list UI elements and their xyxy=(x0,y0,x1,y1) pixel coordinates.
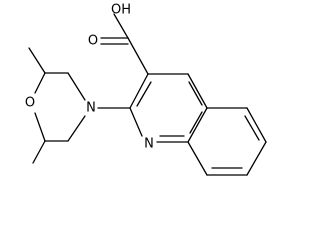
lower-methyl-bond xyxy=(32,140,46,164)
morpholine-ring xyxy=(28,47,86,164)
c2-c3-bond xyxy=(129,73,149,109)
c4a-c8a-bond xyxy=(187,107,208,143)
c5-c6-bond xyxy=(246,107,267,143)
quinoline-pyridine-ring xyxy=(129,73,208,143)
quinoline-benzo-ring xyxy=(187,107,267,176)
c4-c4a-inner-bond xyxy=(188,81,203,106)
chemical-structure: OH O N O N xyxy=(25,3,267,176)
c4a-c8a-inner-bond xyxy=(189,111,203,134)
c-lower-n-bond xyxy=(67,115,86,142)
upper-methyl-bond xyxy=(28,47,46,74)
c-upper-left-o-bond xyxy=(34,72,46,94)
carboxylic-acid-group xyxy=(100,13,149,75)
c-ring-bond xyxy=(127,37,149,75)
carbonyl-oxygen-label: O xyxy=(88,34,98,49)
c6-c7-bond xyxy=(246,141,267,176)
c5-c6-inner-bond xyxy=(244,115,260,141)
o-c-lower-left-bond xyxy=(34,112,46,142)
n-c-upper-bond xyxy=(67,72,86,101)
c2-c3-inner-bond xyxy=(136,81,152,107)
morpholine-nitrogen-label: N xyxy=(86,101,96,116)
quinoline-nitrogen-label: N xyxy=(144,137,154,152)
c-oh-bond xyxy=(113,13,129,39)
morpholine-oxygen-label: O xyxy=(25,96,35,111)
c8-c8a-bond xyxy=(187,141,208,176)
hydroxyl-label: OH xyxy=(111,3,131,18)
c4-c4a-bond xyxy=(187,73,208,109)
n1-c2-bond xyxy=(129,107,143,137)
